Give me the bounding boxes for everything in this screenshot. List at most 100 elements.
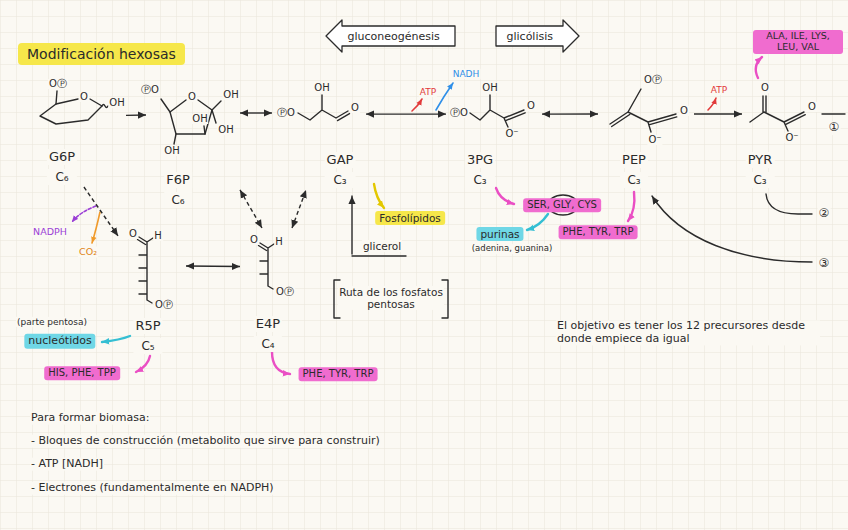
atom-label: OH (217, 125, 234, 135)
pathway-note: Ruta de los fosfatos pentosas (338, 286, 444, 310)
atom-label: OH (163, 146, 180, 156)
amino-acid-highlight: PHE, TYR, TRP (559, 225, 638, 239)
amino-arrow (628, 192, 634, 221)
cofactor-label: NADPH (32, 227, 68, 238)
dashed-reaction-arrow (292, 190, 306, 228)
atom-label: OⓅ (275, 287, 295, 297)
f6p-bonds (161, 99, 221, 144)
carbon-count: C₃ (746, 172, 775, 188)
atom-label: H (274, 237, 284, 247)
metabolite-text: R5P C₅ (133, 318, 162, 354)
note-label: (parte pentosa) (16, 317, 88, 327)
reaction-arrow (694, 113, 742, 114)
nucleotide-highlight: nucleótidos (24, 334, 95, 349)
metabolite: 3PG C₃ (446, 80, 542, 190)
metabolite-name: E4P (254, 316, 282, 332)
metabolite: E4P C₄ (240, 228, 310, 354)
cofactor-label: ATP (710, 85, 728, 95)
dashed-reaction-arrow (84, 187, 118, 236)
amino-arrow (136, 356, 150, 372)
note-text: Para formar biomasa: (30, 412, 150, 425)
carbon-count: C₆ (164, 192, 192, 208)
structures (40, 89, 845, 318)
note-text: - Bloques de construcción (metabolito qu… (30, 435, 381, 448)
reaction-arrow (186, 265, 240, 267)
atom-label: OH (222, 90, 239, 100)
nadph-arrow (72, 206, 96, 222)
atom-label: H (153, 231, 163, 241)
route-line (822, 113, 845, 114)
callout-number: ① (828, 121, 841, 135)
callout-number: ② (818, 207, 831, 221)
note-text: - ATP [NADH] (30, 458, 104, 471)
carbon-count: C₆ (47, 169, 77, 185)
direction-label: gluconeogénesis (348, 30, 440, 43)
co2-arrow (92, 212, 100, 243)
amino-arrow (272, 352, 290, 374)
metabolite: G6PC₆ (28, 78, 126, 187)
amino-arrow (756, 57, 762, 78)
atom-label: O (79, 92, 89, 102)
gap-chain (298, 95, 350, 121)
metabolite-text: 3PG C₃ (465, 152, 495, 188)
atom-label: O (807, 102, 817, 112)
note-text: El objetivo es tener los 12 precursores … (556, 320, 820, 345)
underline (352, 255, 406, 256)
e4p-chain (259, 243, 275, 289)
atom-label: ⓅO (449, 108, 469, 118)
pyr-chain (750, 96, 805, 131)
metabolite-text: G6PC₆ (47, 149, 77, 185)
carbon-count: C₃ (465, 172, 495, 188)
lipid-arrow (374, 184, 384, 208)
f6p-ring (170, 100, 212, 134)
reaction-arrow (542, 113, 598, 115)
atom-label: O⁻ (504, 129, 519, 139)
atom-label: O (679, 106, 689, 116)
carbon-count: C₃ (620, 172, 648, 188)
carbon-count: C₅ (133, 338, 162, 354)
metabolite-name: R5P (133, 318, 162, 334)
atom-label: OⓅ (48, 79, 68, 89)
amino-arrow (496, 188, 514, 204)
carbon-count: C₃ (325, 172, 356, 188)
atom-label: ⓅO (140, 85, 160, 95)
cofactor-label: CO₂ (78, 247, 98, 258)
atom-label: OH (191, 114, 208, 124)
purine-arrow (527, 214, 548, 230)
r5p-chain (138, 237, 154, 303)
amino-acid-highlight: PHE, TYR, TRP (299, 367, 378, 381)
atom-label: O (760, 83, 770, 93)
note-label: (adenina, guanina) (471, 244, 554, 254)
metabolite: GAP C₃ (272, 80, 366, 190)
amino-acid-highlight: HIS, PHE, TPP (44, 366, 120, 380)
metabolite-text: GAP C₃ (325, 152, 356, 188)
g6p-ring (40, 99, 102, 124)
lipid-highlight: Fosfolípidos (375, 211, 445, 225)
atom-label: O⁻ (784, 133, 799, 143)
route-line (766, 194, 812, 214)
atom-label: ⓅO (276, 108, 296, 118)
amino-acid-highlight: ALA, ILE, LYS, LEU, VAL (753, 30, 843, 54)
pep-chain (610, 89, 677, 132)
atom-label: OH (481, 83, 498, 93)
callout-number: ③ (818, 257, 831, 271)
direction-label: glicólisis (507, 30, 554, 43)
carbon-count: C₄ (254, 336, 282, 352)
arrow-outline-path (326, 20, 455, 52)
atom-label: OH (108, 98, 125, 108)
reaction-arrow (366, 113, 446, 114)
metabolite-name: 3PG (465, 152, 495, 168)
note-text: - Electrones (fundamentalmente en NADPH) (30, 482, 275, 495)
3pg-chain (470, 95, 525, 127)
metabolite-name: PYR (746, 152, 775, 168)
metabolite: R5P C₅ (118, 222, 186, 356)
glycerol-arrow (351, 196, 352, 254)
metabolite-name: GAP (325, 152, 356, 168)
atom-label: OⓅ (643, 75, 663, 85)
nadh-arrow (436, 83, 453, 110)
metabolite-name: F6P (164, 172, 192, 188)
metabolite-text: F6P C₆ (164, 172, 192, 208)
